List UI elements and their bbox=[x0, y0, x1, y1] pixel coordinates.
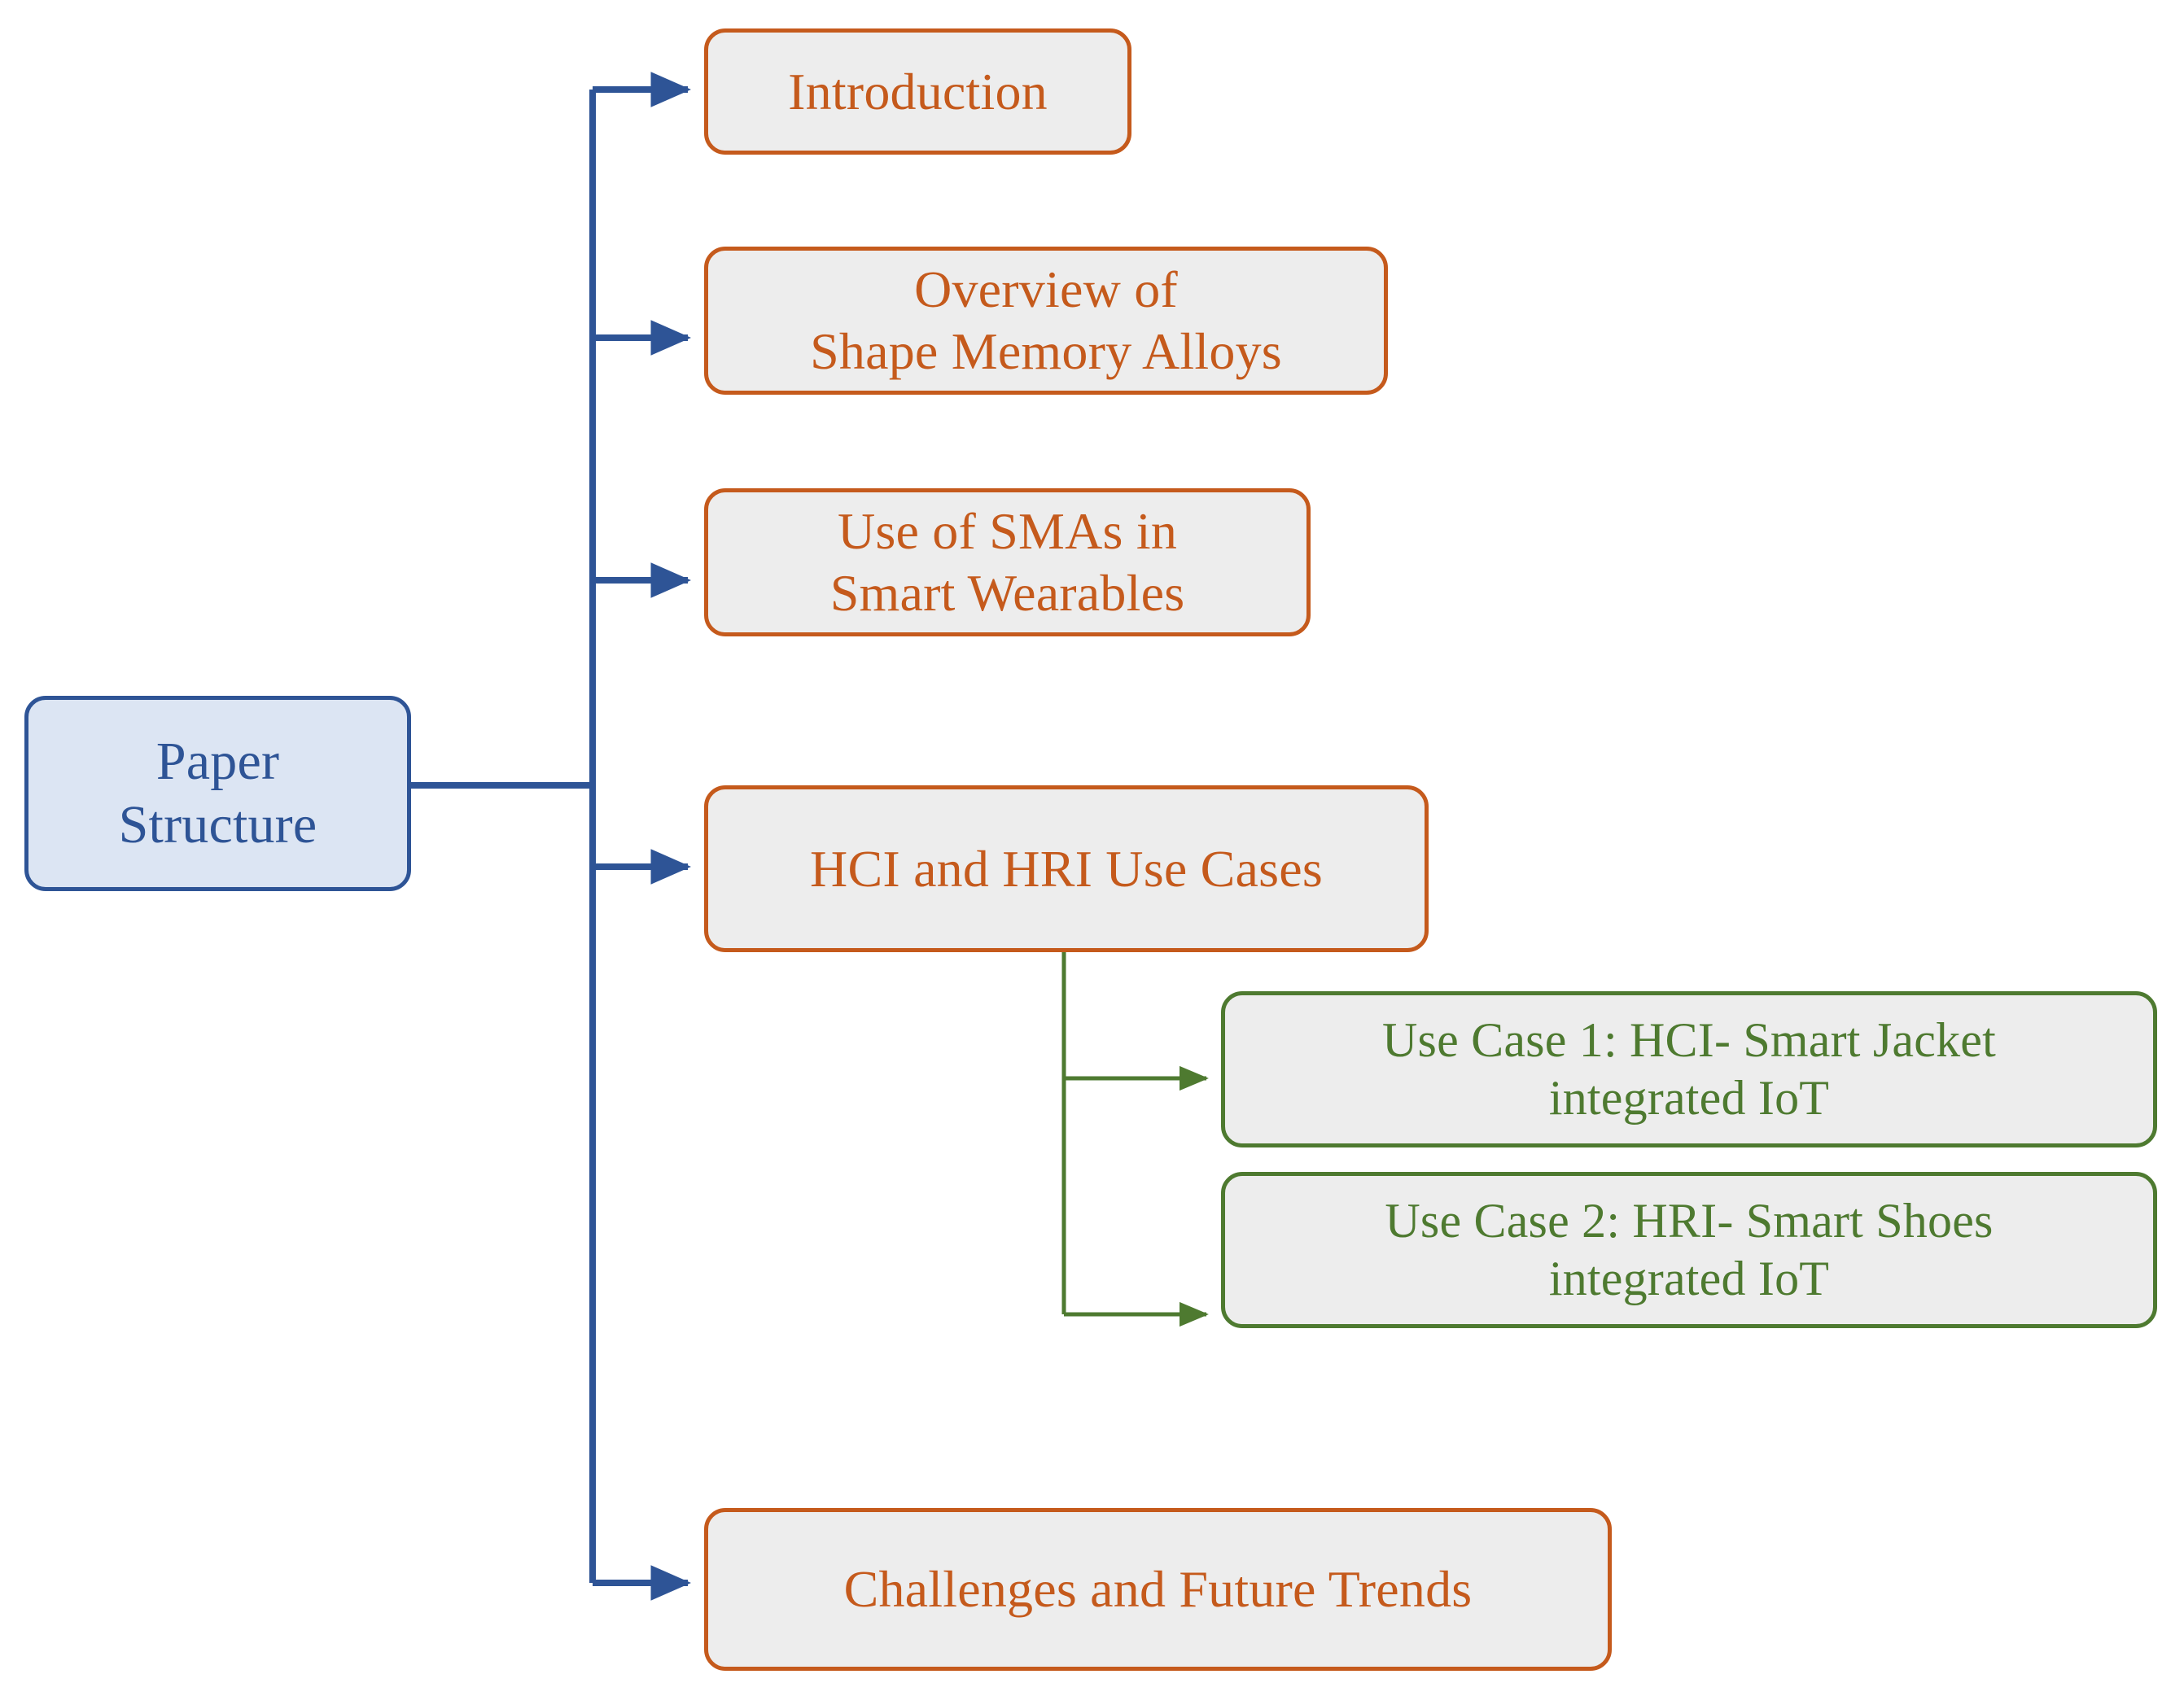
node-use-case-1[interactable]: Use Case 1: HCI- Smart Jacket integrated… bbox=[1221, 991, 2157, 1147]
node-label: HCI and HRI Use Cases bbox=[810, 839, 1323, 898]
node-label: Paper Structure bbox=[118, 732, 317, 855]
node-label: Introduction bbox=[788, 62, 1048, 120]
node-label: Use Case 2: HRI- Smart Shoes integrated … bbox=[1385, 1194, 1994, 1305]
node-label: Use of SMAs in Smart Wearables bbox=[829, 502, 1185, 622]
node-hci-and-hri-use-cases[interactable]: HCI and HRI Use Cases bbox=[704, 785, 1429, 952]
node-overview-of-shape-memory-alloys[interactable]: Overview of Shape Memory Alloys bbox=[704, 247, 1388, 395]
node-use-of-smas-in-smart-wearables[interactable]: Use of SMAs in Smart Wearables bbox=[704, 488, 1311, 636]
node-label: Challenges and Future Trends bbox=[843, 1560, 1473, 1619]
node-use-case-2[interactable]: Use Case 2: HRI- Smart Shoes integrated … bbox=[1221, 1172, 2157, 1328]
node-introduction[interactable]: Introduction bbox=[704, 28, 1131, 155]
node-challenges-and-future-trends[interactable]: Challenges and Future Trends bbox=[704, 1508, 1612, 1671]
node-label: Use Case 1: HCI- Smart Jacket integrated… bbox=[1382, 1013, 1996, 1125]
node-paper-structure[interactable]: Paper Structure bbox=[24, 696, 411, 891]
node-label: Overview of Shape Memory Alloys bbox=[810, 260, 1282, 380]
